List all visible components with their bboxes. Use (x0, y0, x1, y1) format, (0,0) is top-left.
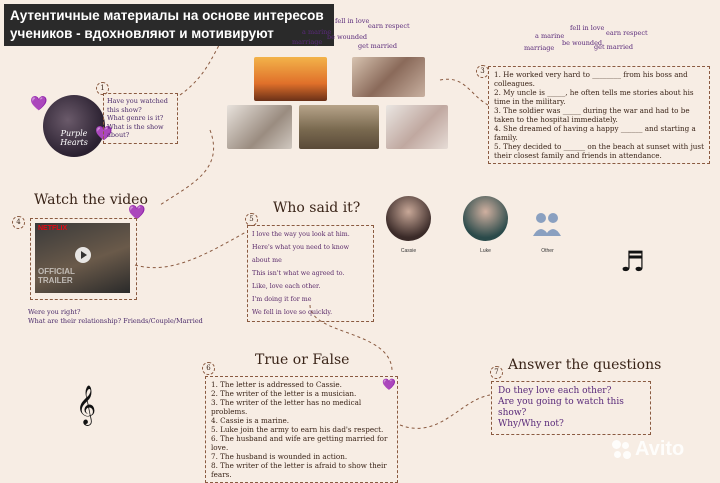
banner-line-1: Аутентичные материалы на основе интересо… (10, 8, 324, 23)
question: What are their relationship? Friends/Cou… (28, 316, 203, 325)
character-label: Other (541, 248, 554, 254)
vocab-word: be wounded (327, 33, 368, 41)
quote: This isn't what we agreed to. (252, 270, 345, 277)
people-icon (533, 213, 561, 236)
list-item: 2. My uncle is _____, he often tells me … (494, 88, 694, 106)
quote: We fell in love so quickly. (252, 309, 333, 316)
character-label: Cassie (400, 248, 417, 254)
netflix-logo: NETFLIX (38, 225, 68, 232)
quote: I'm doing it for me (252, 296, 312, 303)
watermark: Avito (612, 435, 712, 465)
vocab-word: fell in love (570, 24, 605, 32)
avatar-luke (463, 196, 508, 241)
photo-soldiers (299, 105, 379, 149)
list-item: 3. The soldier was _____ during the war … (494, 106, 690, 124)
list-item: 4. She dreamed of having a happy ______ … (494, 124, 696, 142)
quote: I love the way you look at him. (252, 231, 350, 238)
list-item: 5. They decided to ______ on the beach a… (494, 142, 705, 160)
step-number: 6 (202, 362, 215, 375)
vocab-word: be wounded (562, 39, 603, 47)
trailer-line: OFFICIAL (38, 267, 75, 276)
banner-line-2: учеников - вдохновляют и мотивируют (10, 26, 274, 41)
vocab-word: marriage (524, 44, 555, 52)
list-item: 8. The writer of the letter is afraid to… (211, 461, 387, 479)
quote: Here's what you need to know about me (252, 244, 349, 264)
play-icon (81, 251, 87, 259)
play-button[interactable] (75, 247, 91, 263)
step4-questions: Were you right? What are their relations… (28, 308, 228, 325)
trailer-label: OFFICIAL TRAILER (38, 267, 75, 285)
list-item: 6. The husband and wife are getting marr… (211, 434, 388, 452)
watermark-text: Avito (635, 438, 685, 460)
step4-title: Watch the video (34, 192, 148, 208)
character-label: Luke (480, 248, 491, 254)
step3-fill-in: 1. He worked very hard to ________ from … (488, 66, 710, 164)
vocab-word: earn respect (606, 29, 648, 37)
watermark-logo-icon (612, 440, 632, 460)
heart-icon: 💜 (382, 378, 396, 391)
list-item: 2. The writer of the letter is a musicia… (211, 389, 357, 398)
trailer-line: TRAILER (38, 276, 73, 285)
step1-questions: Have you watched this show? What genre i… (103, 93, 178, 144)
list-item: 1. The letter is addressed to Cassie. (211, 380, 342, 389)
video-player[interactable]: NETFLIX OFFICIAL TRAILER (35, 223, 130, 293)
title-banner: Аутентичные материалы на основе интересо… (4, 4, 334, 46)
heart-icon: 💜 (128, 205, 146, 221)
question: What is the show about? (107, 122, 164, 140)
treble-clef-icon: 𝄞 (76, 385, 97, 425)
list-item: 7. The husband is wounded in action. (211, 452, 348, 461)
heart-icon: 💜 (30, 96, 48, 112)
step-number: 7 (490, 366, 503, 379)
vocab-word: earn respect (368, 22, 410, 30)
vocab-word: get married (358, 42, 398, 50)
vocab-word: a marine (302, 28, 332, 36)
step7-questions: Do they love each other? Are you going t… (491, 381, 651, 435)
step6-statements: 1. The letter is addressed to Cassie. 2.… (205, 376, 398, 483)
question: Are you going to watch this show? (498, 397, 624, 418)
list-item: 1. He worked very hard to ________ from … (494, 70, 688, 88)
step-number: 4 (12, 216, 25, 229)
step5-title: Who said it? (273, 200, 361, 216)
photo-couple-embrace (352, 57, 425, 97)
vocab-word: a marine (535, 32, 565, 40)
vocab-word: marriage (292, 38, 323, 46)
list-item: 4. Cassie is a marine. (211, 416, 289, 425)
step5-quotes: I love the way you look at him. Here's w… (247, 225, 374, 322)
step6-title: True or False (255, 352, 350, 368)
list-item: 3. The writer of the letter has no medic… (211, 398, 362, 416)
video-frame (30, 218, 137, 300)
question: What genre is it? (107, 114, 164, 122)
quote: Like, love each other. (252, 283, 321, 290)
photo-sunset-couple (254, 57, 327, 101)
avatar-cassie (386, 196, 431, 241)
question: Have you watched this show? (107, 97, 168, 114)
question: Do they love each other? (498, 386, 612, 396)
photo-hospital (386, 105, 448, 149)
photo-hands (227, 105, 292, 149)
poster-title: Purple Hearts (60, 129, 88, 147)
vocab-word: get married (594, 43, 634, 51)
question: Why/Why not? (498, 419, 564, 429)
step-number: 1 (96, 82, 109, 95)
show-poster-avatar: Purple Hearts (43, 95, 105, 157)
question: Were you right? (28, 308, 81, 316)
list-item: 5. Luke join the army to earn his dad's … (211, 425, 384, 434)
music-notes-icon: ♬ (620, 245, 646, 278)
vocab-word: fell in love (335, 17, 370, 25)
step7-title: Answer the questions (508, 357, 662, 373)
